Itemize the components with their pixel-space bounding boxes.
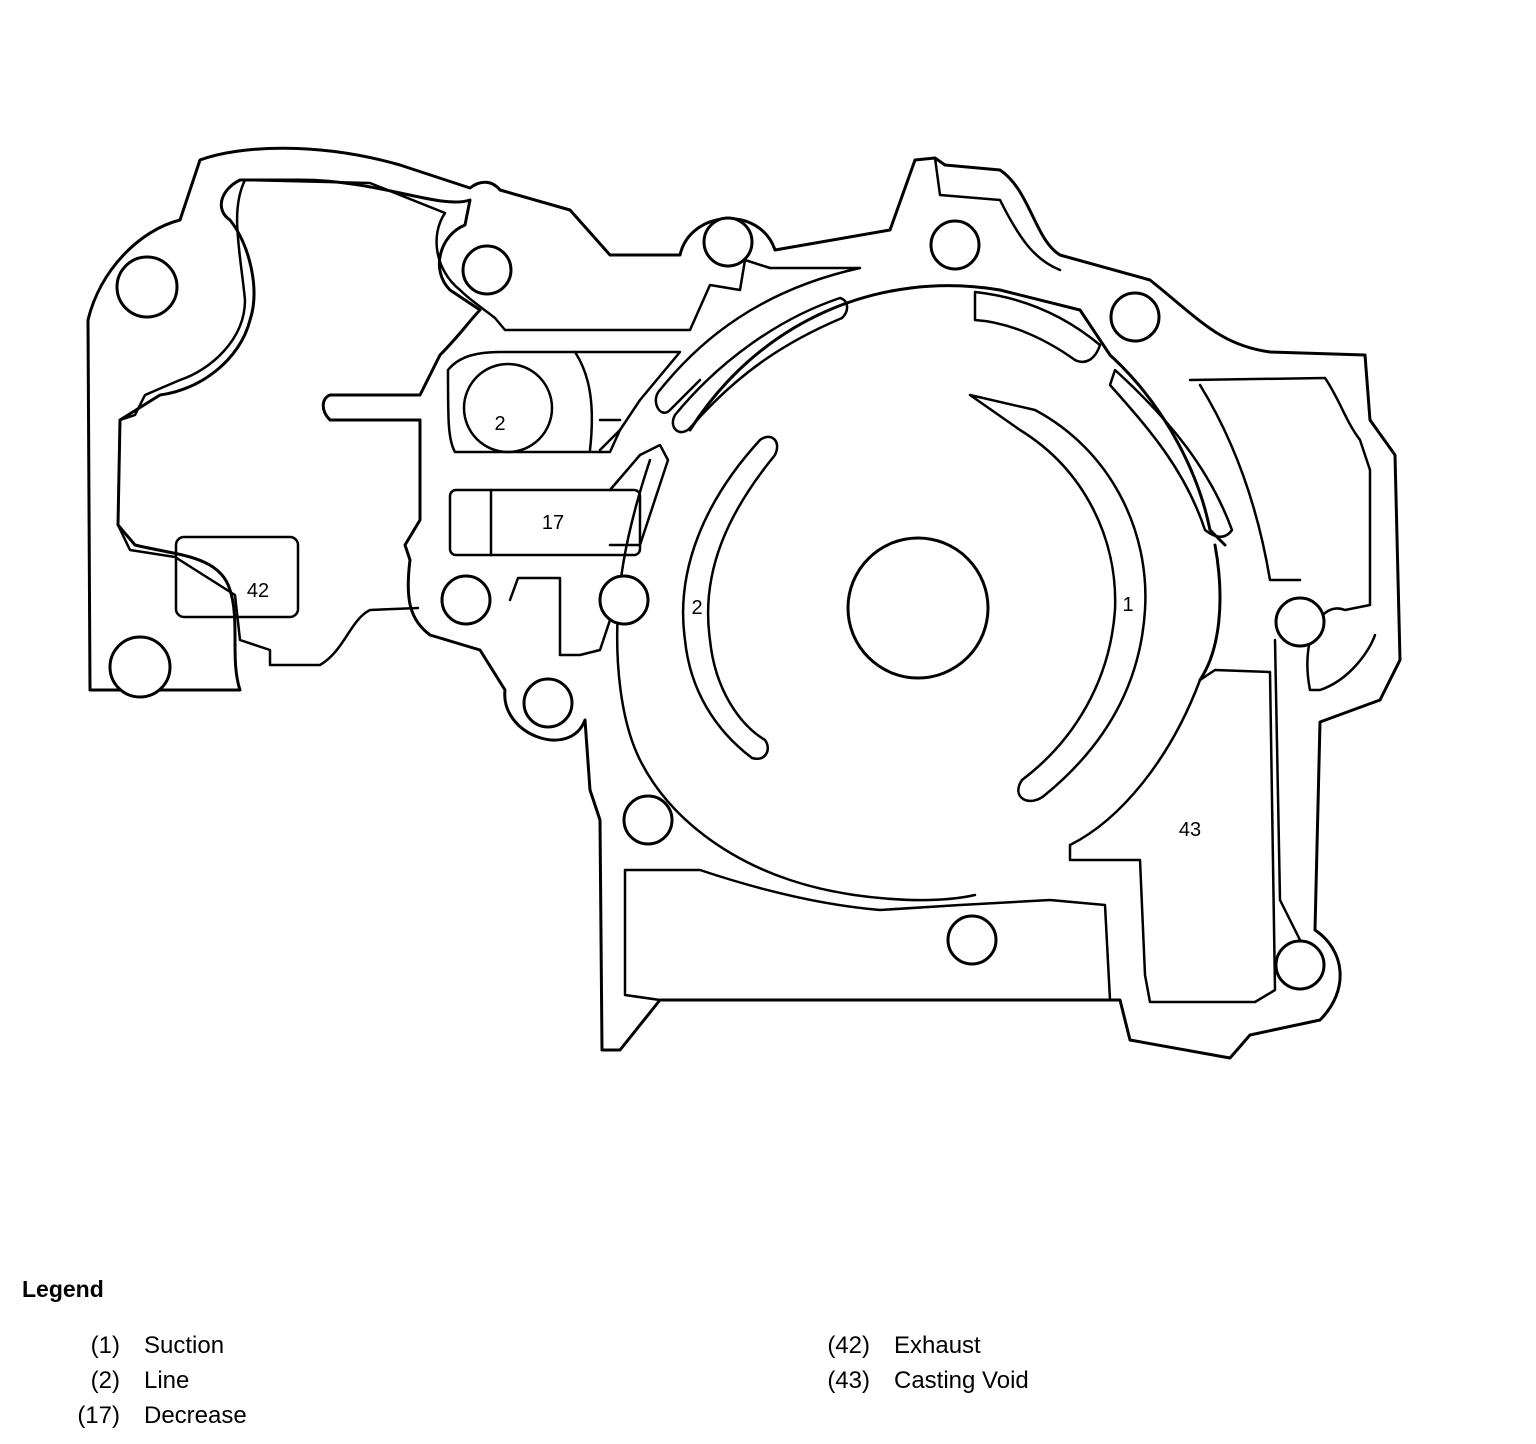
casting-void [1068,668,1277,1004]
callout-suction: 1 [1122,594,1133,616]
upper-left-slot [671,296,849,434]
bottom-flange-inner [623,868,1112,1002]
bolt-hole [1274,939,1326,991]
callout-exhaust: 42 [247,580,269,602]
legend-item-label: Casting Void [894,1367,1029,1394]
bolt-hole [1109,291,1161,343]
bolt-holes [108,216,1326,991]
callout-line-arc: 2 [691,597,702,619]
bolt-hole [1274,596,1326,648]
bolt-hole [702,216,754,268]
legend-item-number: (17) [77,1402,120,1429]
lower-channel [508,576,612,657]
exhaust-pocket [174,535,300,619]
rotor-bore-outline [688,284,1227,682]
suction-kidney-port [968,393,1147,802]
legend: Legend (1) Suction (2) Line (17) Decreas… [22,1276,1222,1429]
bolt-hole [598,574,650,626]
legend-column-right: (42) Exhaust (43) Casting Void [772,1328,1029,1398]
legend-column-left: (1) Suction (2) Line (17) Decrease [22,1328,247,1433]
legend-item-number: (2) [90,1367,120,1394]
legend-item-label: Suction [144,1332,225,1359]
casting-outer-outline [86,146,1402,1060]
legend-title: Legend [22,1276,104,1302]
right-slot [1108,368,1234,538]
decrease-pocket [448,488,642,557]
legend-item-label: Exhaust [894,1332,981,1359]
left-cavity-outline [118,178,247,422]
bolt-hole [929,219,981,271]
legend-item-number: (43) [827,1367,870,1394]
center-bore [846,536,990,680]
pump-body-diagram: 2 17 42 2 1 43 [86,146,1402,1060]
line-cavity-inner [573,350,622,452]
legend-item: (43) Casting Void [772,1363,1029,1398]
left-chamber-outline [243,178,862,414]
rotor-bore-lower [615,458,977,902]
top-tab-inner [933,156,1062,272]
line-kidney-port [681,435,779,761]
legend-item-number: (1) [90,1332,120,1359]
legend-item-number: (42) [827,1332,870,1359]
bolt-hole [115,255,179,319]
legend-item: (2) Line [22,1363,247,1398]
bolt-hole [946,914,998,966]
bolt-hole [108,635,172,699]
bottom-left-outline [116,523,420,667]
legend-item-label: Decrease [144,1402,247,1429]
line-cavity-outline [446,350,682,454]
decrease-channel [608,443,670,547]
right-flange-inner [1188,376,1377,692]
callout-casting-void: 43 [1179,819,1201,841]
callout-decrease: 17 [542,512,564,534]
callout-line-upper: 2 [494,413,505,435]
bolt-hole [522,677,574,729]
bolt-hole [622,794,674,846]
legend-item: (1) Suction [22,1328,247,1363]
right-flange-channel [1198,383,1302,942]
bolt-hole [440,574,492,626]
legend-item-label: Line [144,1367,190,1394]
bolt-hole [461,244,513,296]
legend-item: (17) Decrease [22,1398,247,1433]
line-port-circle [462,362,554,454]
legend-item: (42) Exhaust [772,1328,1029,1363]
upper-right-slot [973,290,1102,364]
